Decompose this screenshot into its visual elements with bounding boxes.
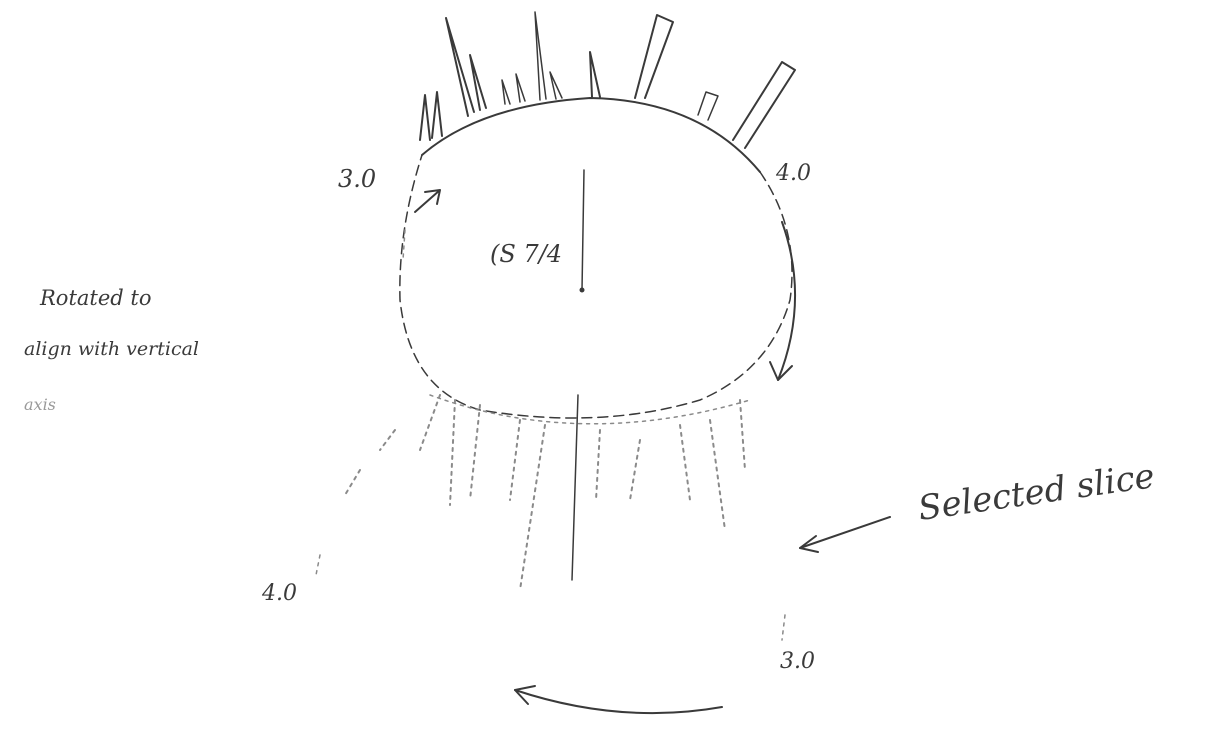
peak bbox=[535, 12, 546, 100]
dashed-peak bbox=[510, 420, 520, 500]
dashed-peak bbox=[380, 430, 395, 450]
bottom-right-value: 3.0 bbox=[780, 649, 815, 674]
lower-peaks bbox=[345, 395, 745, 590]
lower-circle-arc bbox=[400, 155, 792, 418]
peak bbox=[733, 62, 795, 148]
peak bbox=[516, 74, 525, 102]
peak bbox=[502, 80, 510, 104]
top-left-value: 3.0 bbox=[338, 165, 376, 193]
center-label: (S 7/4 bbox=[490, 240, 562, 268]
faint-mark bbox=[782, 615, 785, 640]
peak bbox=[432, 92, 442, 138]
dashed-peak bbox=[710, 420, 725, 530]
peak bbox=[446, 18, 474, 116]
dashed-peak bbox=[740, 400, 745, 470]
peak bbox=[635, 15, 673, 98]
faint-mark bbox=[316, 555, 320, 575]
selected-slice-pointer bbox=[800, 517, 890, 548]
dashed-peak bbox=[420, 395, 440, 450]
circle-center-dot bbox=[580, 288, 585, 293]
dashed-peak bbox=[450, 400, 455, 505]
note-line-1: Rotated to bbox=[39, 286, 151, 310]
dashed-peak bbox=[345, 470, 360, 495]
upper-peaks bbox=[420, 12, 795, 148]
vertical-axis-line bbox=[582, 170, 584, 290]
peak bbox=[590, 52, 600, 97]
small-arrow-icon bbox=[415, 190, 440, 212]
rotation-arrow-right bbox=[778, 222, 795, 380]
peak bbox=[420, 95, 430, 140]
dashed-peak bbox=[596, 430, 600, 500]
dashed-peak bbox=[680, 425, 690, 500]
note-line-3: axis bbox=[24, 395, 56, 414]
peak bbox=[550, 72, 562, 99]
dashed-peak bbox=[520, 425, 545, 590]
dashed-peak bbox=[630, 440, 640, 500]
selected-slice-label: Selected slice bbox=[916, 456, 1157, 529]
peak bbox=[470, 55, 486, 110]
note-line-2: align with vertical bbox=[24, 338, 199, 360]
peak bbox=[698, 92, 718, 120]
top-right-value: 4.0 bbox=[775, 161, 811, 186]
bottom-left-value: 4.0 bbox=[261, 581, 297, 606]
rotation-arrow-bottom bbox=[515, 690, 722, 713]
dashed-peak bbox=[470, 405, 480, 500]
